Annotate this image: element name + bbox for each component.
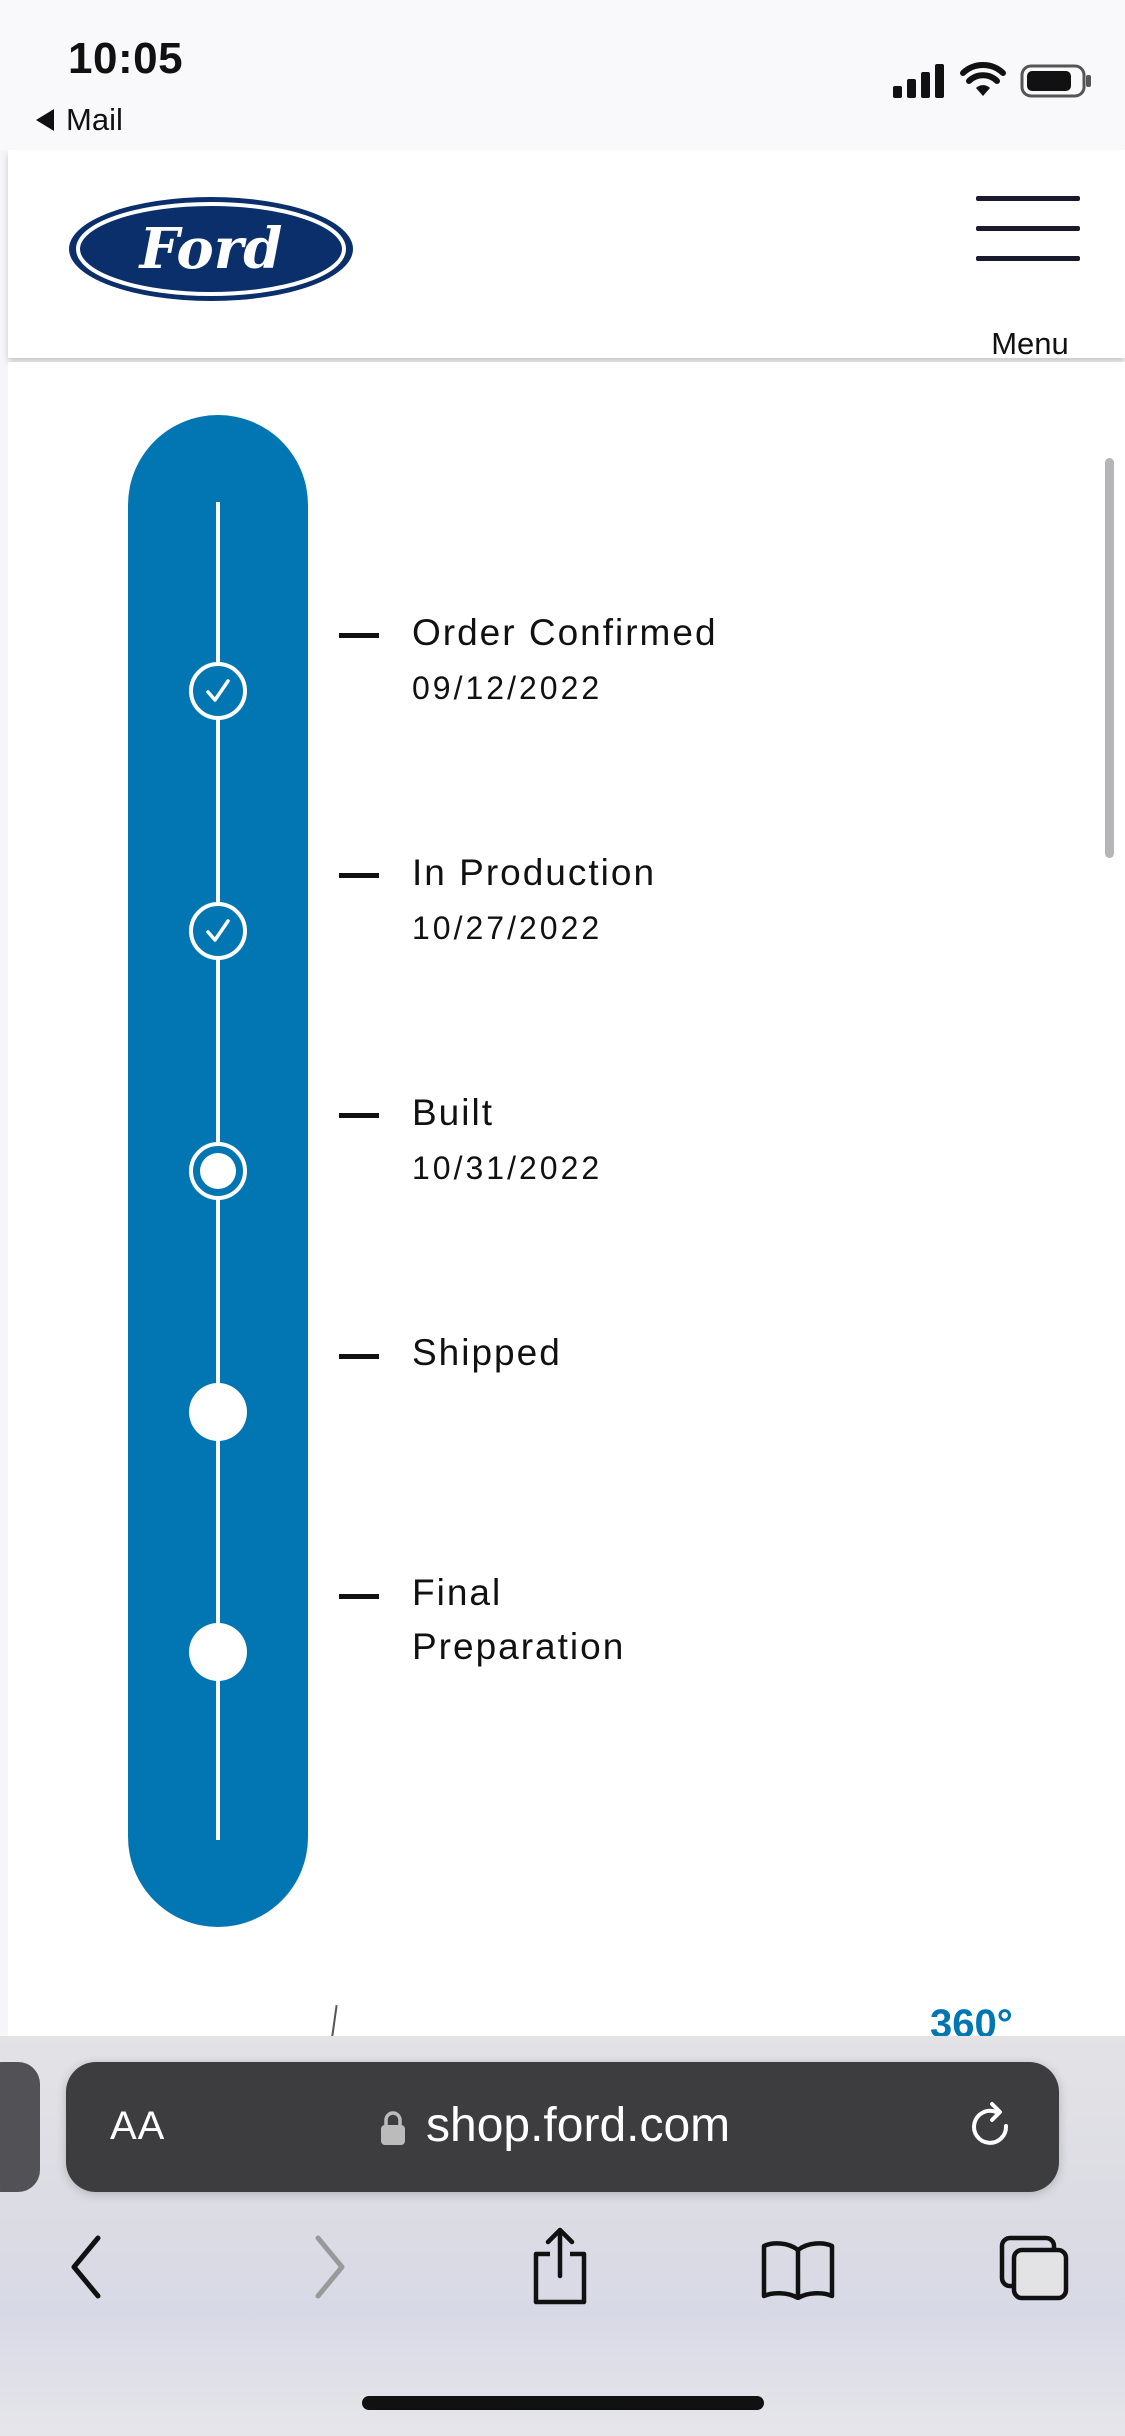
bookmarks-icon[interactable]: [760, 2240, 836, 2300]
step-title: In Production: [412, 852, 657, 893]
step-title: Shipped: [412, 1332, 562, 1373]
step-title: Built: [412, 1092, 494, 1133]
checkmark-icon: [206, 919, 230, 942]
step-pending-icon: [189, 1623, 247, 1681]
menu-label: Menu: [991, 326, 1069, 361]
text-size-label: AA: [110, 2104, 166, 2148]
scrollbar-thumb[interactable]: [1105, 458, 1114, 858]
reload-icon[interactable]: [966, 2100, 1018, 2156]
menu-bar-icon: [976, 256, 1080, 261]
menu-button[interactable]: Menu: [968, 196, 1092, 361]
share-icon[interactable]: [528, 2226, 592, 2306]
step-dash: [339, 633, 379, 638]
menu-bar-icon: [976, 196, 1080, 201]
home-indicator[interactable]: [362, 2396, 764, 2410]
step-current-icon: [189, 1142, 247, 1200]
wifi-icon: [960, 62, 1006, 96]
step-complete-icon: [189, 902, 247, 960]
address-bar[interactable]: AA shop.ford.com: [66, 2062, 1059, 2192]
step-title: Final Preparation: [412, 1572, 626, 1667]
tabs-icon[interactable]: [998, 2234, 1070, 2302]
checkmark-icon: [206, 679, 230, 702]
step-dash: [339, 1113, 379, 1118]
site-header: Ford Menu: [8, 150, 1125, 361]
step-dash: [339, 1594, 379, 1599]
previous-tab-peek[interactable]: [0, 2062, 40, 2192]
ford-logo[interactable]: Ford: [66, 194, 356, 304]
back-app-label: Mail: [66, 102, 123, 137]
battery-icon: [1020, 64, 1091, 98]
forward-icon[interactable]: [310, 2232, 350, 2302]
step-complete-icon: [189, 662, 247, 720]
step-pending-icon: [189, 1383, 247, 1441]
url-text[interactable]: shop.ford.com: [426, 2099, 731, 2152]
step-date: 10/31/2022: [412, 1150, 603, 1186]
status-bar: 10:05 Mail: [0, 0, 1125, 150]
cellular-signal-icon: [893, 64, 944, 98]
text-size-button[interactable]: AA: [110, 2104, 165, 2149]
step-title: Order Confirmed: [412, 612, 718, 653]
lock-icon: [381, 2111, 405, 2145]
step-dash: [339, 1354, 379, 1359]
back-triangle-icon: [36, 109, 54, 131]
back-to-mail-link[interactable]: Mail: [36, 102, 123, 138]
logo-text: Ford: [138, 216, 283, 282]
step-dash: [339, 873, 379, 878]
status-time: 10:05: [68, 34, 184, 83]
step-date: 09/12/2022: [412, 670, 603, 706]
step-date: 10/27/2022: [412, 910, 603, 946]
current-dot: [200, 1153, 236, 1189]
back-icon[interactable]: [66, 2232, 106, 2302]
menu-bar-icon: [976, 226, 1080, 231]
